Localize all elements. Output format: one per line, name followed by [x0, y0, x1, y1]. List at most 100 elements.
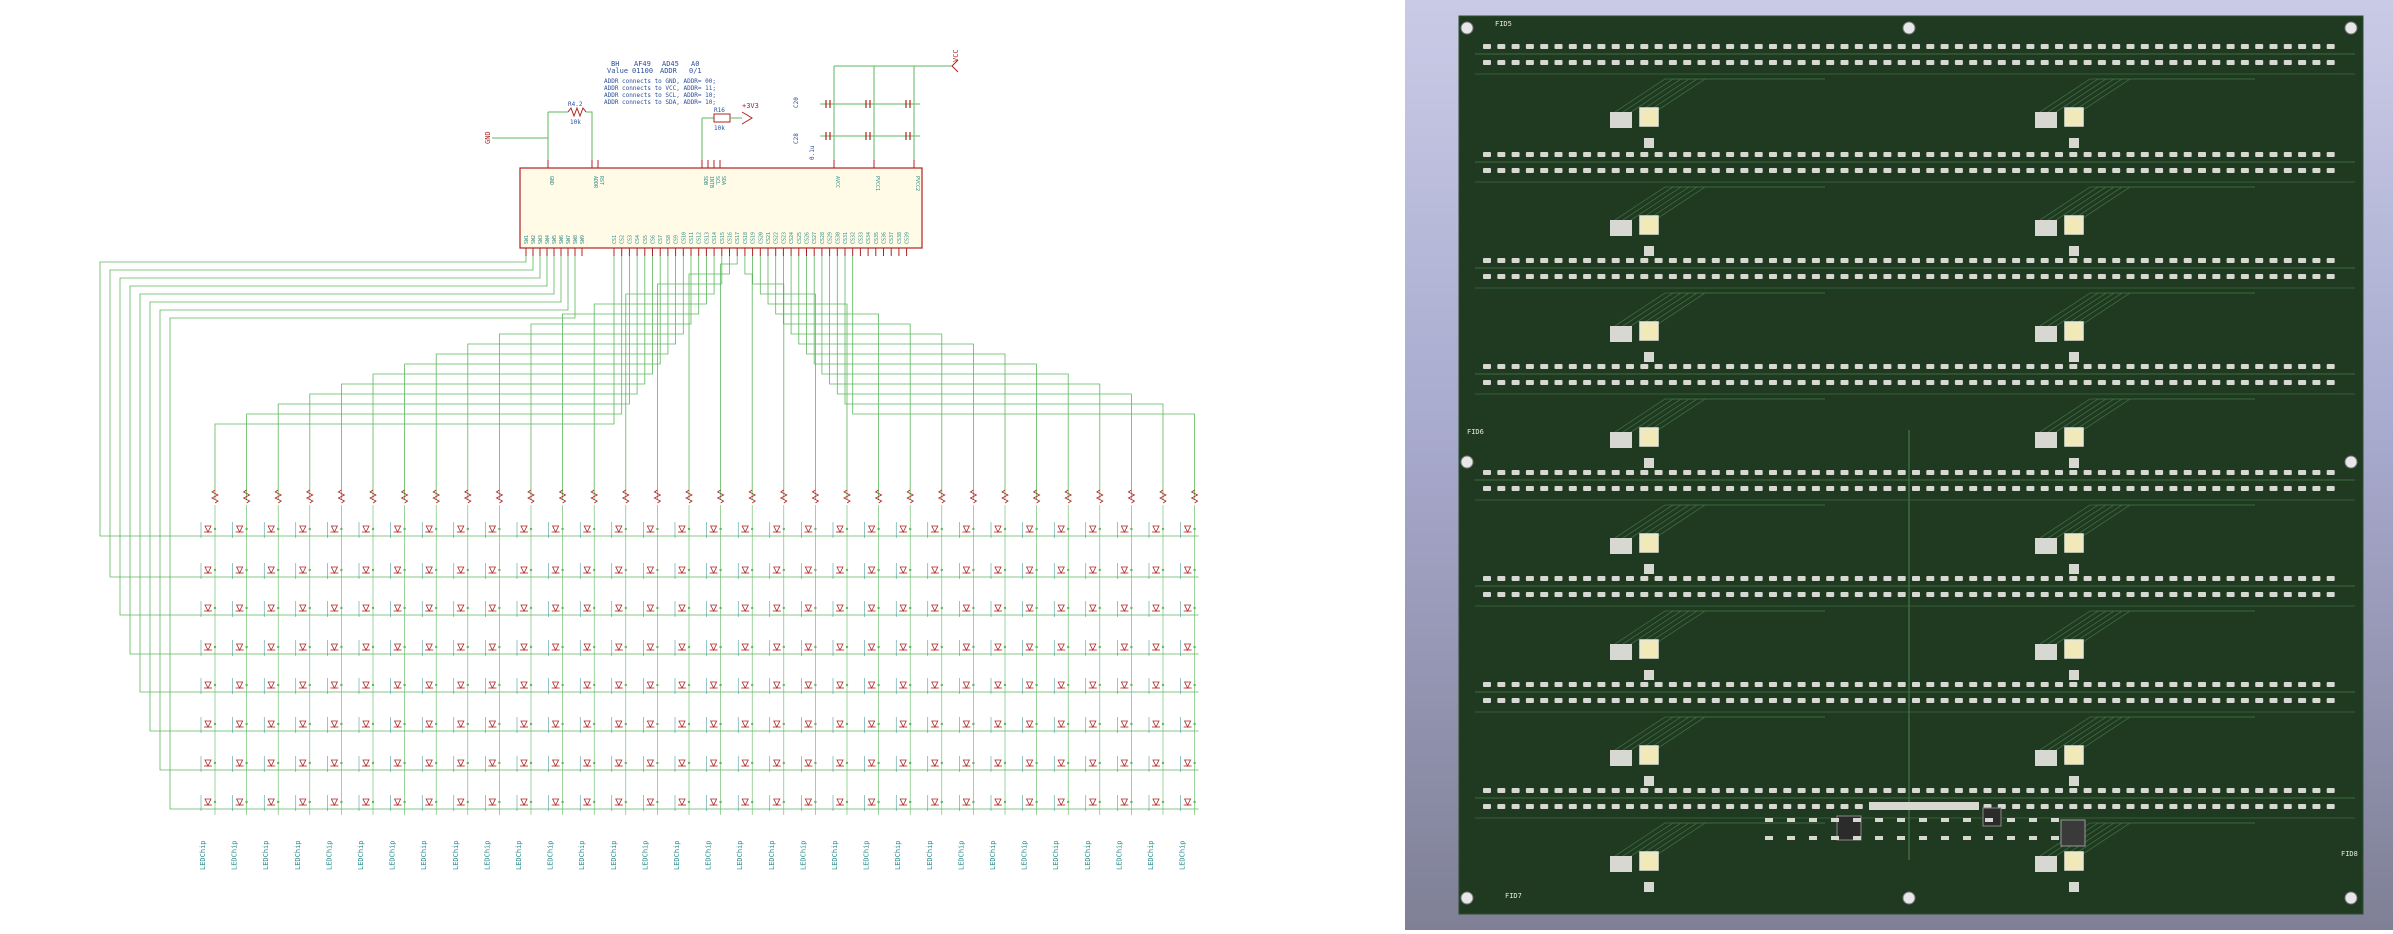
led-pad	[1826, 380, 1835, 385]
led-pad	[1697, 788, 1706, 793]
pcb-resistor-array	[2035, 432, 2057, 448]
led-symbol	[235, 643, 244, 651]
cap-c28-label: C28	[793, 133, 800, 144]
led-pad	[1883, 364, 1892, 369]
pcb-smd-component	[1941, 818, 1949, 822]
led-pad	[1897, 168, 1906, 173]
led-pad	[1554, 274, 1563, 279]
led-pad	[1668, 364, 1677, 369]
led-pad	[1954, 592, 1963, 597]
led-junction	[466, 800, 469, 804]
led-junction	[466, 722, 469, 726]
led-pad	[2112, 592, 2121, 597]
led-pad	[1611, 486, 1620, 491]
pcb-resistor-array	[1610, 856, 1632, 872]
led-pad	[2083, 380, 2092, 385]
led-pad	[2169, 44, 2178, 49]
led-symbol	[741, 566, 749, 574]
led-pad	[1769, 258, 1777, 263]
led-symbol	[583, 759, 591, 767]
led-junction	[1035, 645, 1038, 649]
led-pad	[1568, 486, 1577, 491]
led-junction	[561, 527, 564, 531]
led-symbol	[994, 798, 1002, 806]
led-junction	[498, 800, 501, 804]
led-pad	[1897, 470, 1906, 475]
pcb-led-pads	[1483, 44, 2335, 809]
led-pad	[1840, 576, 1849, 581]
led-pad	[2269, 788, 2278, 793]
led-symbol	[267, 759, 275, 767]
pcb-smd-component	[1809, 836, 1817, 840]
cs-column-wire	[593, 256, 707, 500]
led-pad	[1797, 592, 1806, 597]
led-junction	[308, 527, 311, 531]
led-junction	[561, 568, 564, 572]
led-pad	[1883, 168, 1892, 173]
pcb-smd-component	[1853, 836, 1861, 840]
pcb-smd-component	[1875, 836, 1883, 840]
led-symbol	[931, 525, 939, 533]
led-pad	[2226, 592, 2235, 597]
led-pad	[2226, 258, 2235, 263]
led-pad	[1769, 592, 1777, 597]
led-pad	[2155, 274, 2164, 279]
led-junction	[687, 645, 691, 649]
led-pad	[1683, 470, 1692, 475]
led-symbol	[393, 681, 402, 689]
sda-resistor-section: +3V3 R16 10k	[701, 102, 759, 168]
led-pad	[2312, 152, 2321, 157]
led-junction	[782, 683, 785, 687]
led-junction	[1003, 722, 1007, 726]
cs-column-wire	[435, 256, 669, 500]
led-pad	[2312, 274, 2321, 279]
led-symbol	[962, 643, 971, 651]
led-pad	[2198, 364, 2206, 369]
sw-row-wire	[139, 256, 1199, 693]
schematic-canvas: BH AF49 AD45 A0 Value 01100 ADDR 0/1 ADD…	[99, 49, 1199, 870]
led-pad	[1497, 576, 1506, 581]
led-pad	[2212, 44, 2221, 49]
pcb-board	[1458, 15, 2364, 915]
led-pad	[2040, 258, 2049, 263]
led-column-label: LEDChip	[641, 840, 649, 870]
pcb-small-part	[2069, 776, 2079, 786]
pcb-smd-component	[1787, 818, 1795, 822]
led-junction	[277, 722, 280, 726]
led-pad	[1811, 60, 1820, 65]
led-junction	[1193, 800, 1196, 804]
led-pad	[1583, 152, 1592, 157]
led-pad	[1869, 576, 1878, 581]
led-pad	[1740, 274, 1749, 279]
led-symbol	[678, 604, 686, 612]
led-pad	[1869, 682, 1878, 687]
led-pad	[1525, 486, 1534, 491]
led-junction	[1003, 683, 1007, 687]
led-pad	[1769, 152, 1777, 157]
led-junction	[1130, 683, 1133, 687]
led-junction	[877, 606, 880, 610]
led-pad	[2140, 274, 2149, 279]
led-pad	[1568, 168, 1577, 173]
led-pad	[1740, 788, 1749, 793]
ic-cs-pin-label: CS17	[735, 232, 741, 244]
led-pad	[1754, 576, 1763, 581]
addr-value-3: 0/1	[689, 67, 702, 75]
led-pad	[1926, 682, 1935, 687]
led-junction	[814, 568, 817, 572]
led-pad	[1811, 470, 1820, 475]
led-pad	[1740, 380, 1749, 385]
pcb-driver-ic	[2064, 107, 2084, 127]
led-pad	[1854, 486, 1863, 491]
led-pad	[2055, 576, 2063, 581]
led-pad	[1583, 486, 1592, 491]
led-pad	[1568, 258, 1577, 263]
led-pad	[1826, 698, 1835, 703]
ic-top-pin-label: SDA	[720, 176, 726, 185]
led-pad	[2298, 44, 2307, 49]
column-resistor	[811, 489, 820, 504]
fid-label-bottom-left: FID7	[1505, 892, 1522, 900]
led-pad	[2026, 60, 2035, 65]
ic-cs-pin-label: CS15	[720, 232, 726, 244]
led-symbol	[741, 720, 749, 728]
